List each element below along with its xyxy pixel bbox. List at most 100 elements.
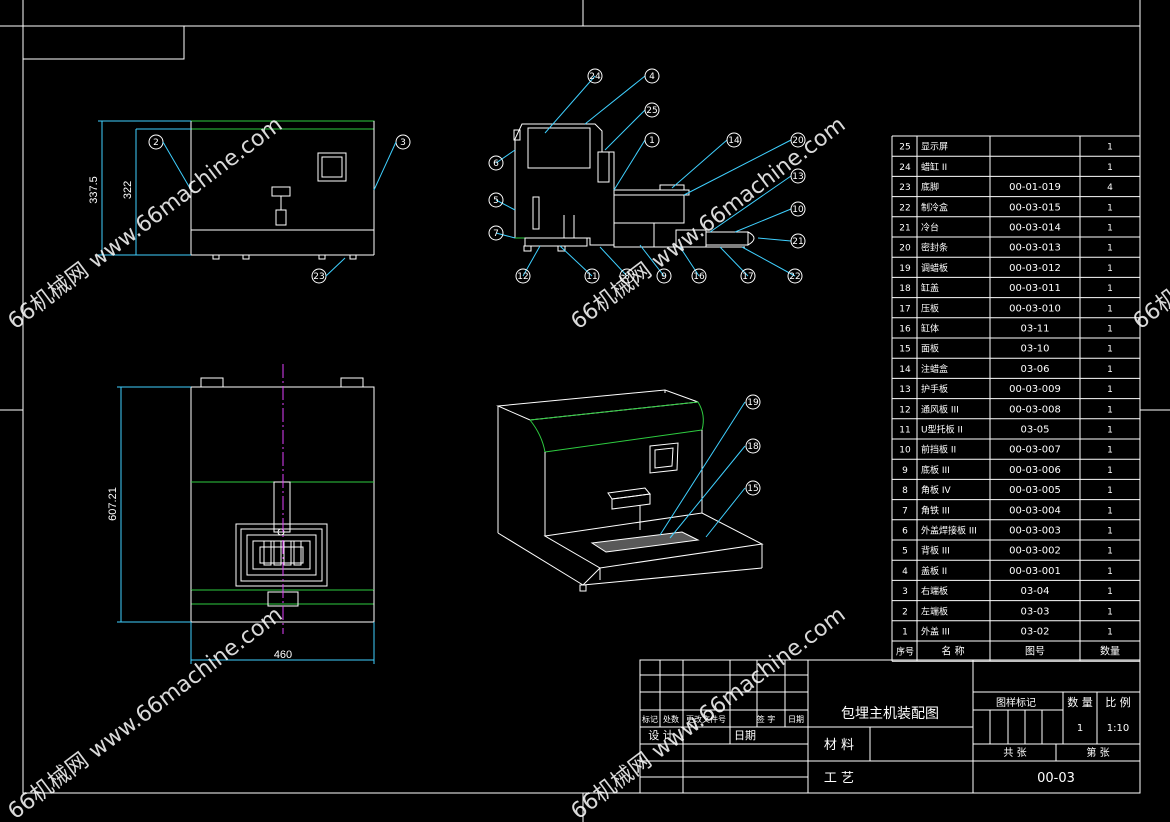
part-number: 24 bbox=[899, 163, 911, 173]
balloon-iso-18: 18 bbox=[747, 442, 759, 452]
part-drawing-number: 00-03-003 bbox=[1009, 526, 1061, 537]
dim-width: 460 bbox=[274, 649, 292, 661]
part-drawing-number: 00-03-008 bbox=[1009, 404, 1061, 415]
top-view bbox=[117, 364, 375, 664]
part-quantity: 1 bbox=[1107, 203, 1113, 213]
parts-header-qty: 数量 bbox=[1100, 645, 1120, 658]
part-quantity: 1 bbox=[1107, 567, 1113, 577]
part-number: 20 bbox=[899, 244, 911, 254]
part-drawing-number: 03-11 bbox=[1020, 324, 1049, 335]
part-drawing-number: 03-05 bbox=[1020, 425, 1049, 436]
part-name: 显示屏 bbox=[921, 142, 948, 153]
part-name: 冷台 bbox=[921, 222, 939, 234]
part-name: 注蜡盒 bbox=[921, 363, 948, 375]
part-drawing-number: 00-03-012 bbox=[1009, 263, 1061, 274]
part-quantity: 1 bbox=[1107, 304, 1113, 314]
part-quantity: 1 bbox=[1107, 224, 1113, 234]
part-number: 6 bbox=[902, 527, 908, 537]
part-quantity: 1 bbox=[1107, 527, 1113, 537]
balloon-front-3: 3 bbox=[400, 138, 406, 148]
part-quantity: 4 bbox=[1107, 183, 1113, 193]
part-name: 外盖 III bbox=[921, 626, 950, 638]
part-number: 13 bbox=[899, 385, 910, 395]
tb-scale-label: 比 例 bbox=[1105, 695, 1131, 709]
dim-height-inner: 322 bbox=[122, 181, 134, 199]
tb-sheets-total: 共 张 bbox=[1003, 747, 1026, 759]
part-drawing-number: 03-03 bbox=[1020, 606, 1049, 617]
part-quantity: 1 bbox=[1107, 345, 1113, 355]
part-quantity: 1 bbox=[1107, 506, 1113, 516]
part-drawing-number: 00-01-019 bbox=[1009, 182, 1061, 193]
part-quantity: 1 bbox=[1107, 466, 1113, 476]
part-name: 角板 IV bbox=[921, 484, 952, 496]
part-drawing-number: 00-03-009 bbox=[1009, 384, 1061, 395]
balloon-6: 6 bbox=[493, 159, 499, 169]
part-number: 23 bbox=[899, 183, 910, 193]
balloon-iso-19: 19 bbox=[747, 398, 759, 408]
part-quantity: 1 bbox=[1107, 587, 1113, 597]
balloon-front-2: 2 bbox=[153, 138, 159, 148]
tb-title: 包埋主机装配图 bbox=[841, 706, 939, 722]
balloon-14: 14 bbox=[728, 136, 740, 146]
part-quantity: 1 bbox=[1107, 607, 1113, 617]
part-drawing-number: 03-10 bbox=[1020, 344, 1049, 355]
part-quantity: 1 bbox=[1107, 284, 1113, 294]
part-quantity: 1 bbox=[1107, 325, 1113, 335]
part-quantity: 1 bbox=[1107, 405, 1113, 415]
part-name: 护手板 bbox=[921, 383, 948, 395]
balloon-11: 11 bbox=[586, 272, 597, 282]
part-number: 14 bbox=[899, 365, 911, 375]
section-balloon-labels: 24 4 25 1 14 20 6 13 5 10 7 21 12 11 8 9… bbox=[493, 72, 804, 282]
part-number: 15 bbox=[899, 345, 910, 355]
balloon-24: 24 bbox=[589, 72, 601, 82]
part-quantity: 1 bbox=[1107, 143, 1113, 153]
tb-row-date: 日期 bbox=[788, 715, 804, 724]
part-name: 制冷盒 bbox=[921, 201, 948, 213]
title-block-text: 标记 处数 更改文件号 签 字 日期 设 计 日期 包埋主机装配图 材 料 工 … bbox=[642, 695, 1131, 786]
tb-design: 设 计 bbox=[648, 729, 674, 742]
parts-header-name: 名 称 bbox=[941, 645, 964, 658]
part-name: 底脚 bbox=[921, 181, 939, 193]
part-quantity: 1 bbox=[1107, 163, 1113, 173]
part-name: 蜡缸 II bbox=[921, 161, 947, 173]
part-drawing-number: 00-03-004 bbox=[1009, 505, 1061, 516]
part-drawing-number: 00-03-002 bbox=[1009, 546, 1061, 557]
balloon-9: 9 bbox=[661, 272, 667, 282]
balloon-13: 13 bbox=[792, 172, 803, 182]
dim-height-outer: 337.5 bbox=[88, 176, 100, 204]
part-quantity: 1 bbox=[1107, 264, 1113, 274]
watermark-1: 66机械网 www.66machine.com bbox=[4, 112, 288, 334]
balloon-25: 25 bbox=[646, 106, 657, 116]
tb-mark: 标记 bbox=[642, 714, 658, 724]
tb-signature: 签 字 bbox=[757, 714, 776, 724]
part-drawing-number: 00-03-001 bbox=[1009, 566, 1061, 577]
part-number: 25 bbox=[899, 143, 910, 153]
part-drawing-number: 00-03-005 bbox=[1009, 485, 1061, 496]
part-drawing-number: 00-03-006 bbox=[1009, 465, 1061, 476]
balloon-front-23: 23 bbox=[313, 272, 324, 282]
part-name: 调蜡板 bbox=[921, 262, 948, 274]
tb-process: 工 艺 bbox=[824, 771, 854, 786]
part-name: 缸盖 bbox=[921, 282, 939, 294]
part-number: 7 bbox=[902, 506, 908, 516]
part-name: 通风板 III bbox=[921, 403, 959, 415]
part-name: 外盖焊接板 III bbox=[921, 525, 977, 537]
balloon-7: 7 bbox=[493, 229, 499, 239]
tb-scale: 1:10 bbox=[1107, 723, 1129, 734]
part-quantity: 1 bbox=[1107, 385, 1113, 395]
part-number: 1 bbox=[902, 628, 908, 638]
part-number: 18 bbox=[899, 284, 911, 294]
part-drawing-number: 03-06 bbox=[1020, 364, 1049, 375]
dim-depth: 607.21 bbox=[107, 487, 119, 521]
part-name: 右端板 bbox=[921, 585, 948, 597]
balloon-16: 16 bbox=[693, 272, 705, 282]
part-quantity: 1 bbox=[1107, 547, 1113, 557]
front-balloons bbox=[148, 134, 411, 284]
part-number: 9 bbox=[902, 466, 908, 476]
part-number: 3 bbox=[902, 587, 908, 597]
part-number: 4 bbox=[902, 567, 908, 577]
part-name: 面板 bbox=[921, 343, 939, 355]
part-name: 角铁 III bbox=[921, 504, 950, 516]
section-balloon-circles bbox=[488, 68, 806, 284]
part-number: 8 bbox=[902, 486, 908, 496]
